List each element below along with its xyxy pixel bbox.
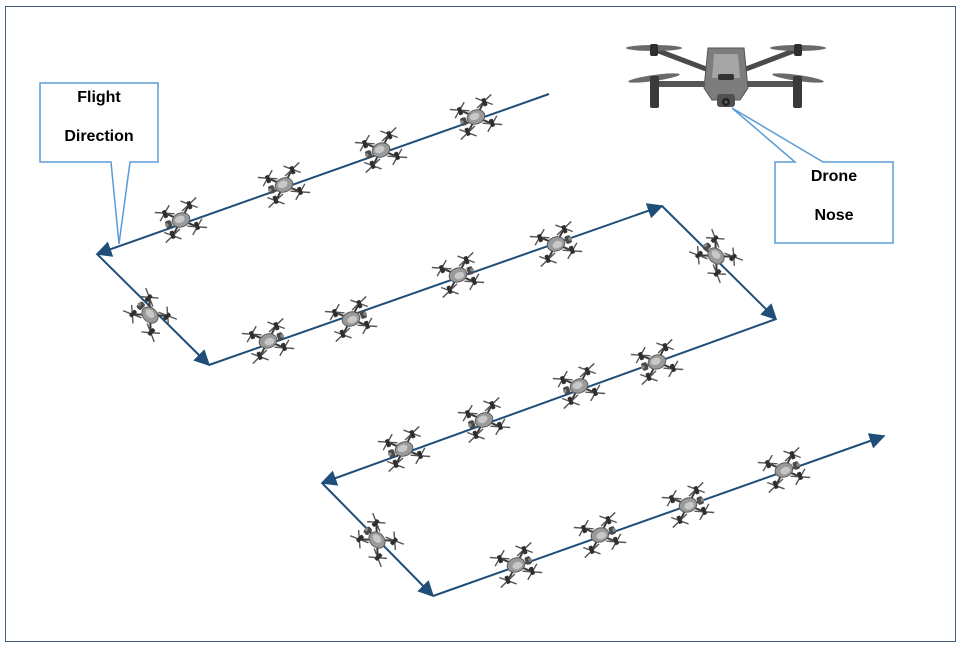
quadcopter-icon xyxy=(686,226,746,286)
flight-path-row-3 xyxy=(320,318,777,486)
quadcopter-icon xyxy=(456,394,512,446)
drone-nose-label-line1: Drone xyxy=(811,168,857,185)
flight-path xyxy=(95,93,886,598)
quadcopter-icon xyxy=(551,360,607,412)
flight-path-row-2 xyxy=(208,203,664,366)
quadcopter-icon xyxy=(353,124,409,176)
drones xyxy=(120,91,812,591)
flight-path-row-4 xyxy=(432,433,886,597)
quadcopter-icon xyxy=(256,159,312,211)
quadcopter-icon xyxy=(430,249,486,301)
quadcopter-icon xyxy=(240,315,296,367)
quadcopter-icon xyxy=(756,444,812,496)
flight-direction-callout: Flight Direction xyxy=(39,82,159,245)
quadcopter-icon xyxy=(629,336,685,388)
quadcopter-icon xyxy=(153,194,209,246)
quadcopter-icon xyxy=(488,539,544,591)
quadcopter-icon xyxy=(376,423,432,475)
drone-nose-callout: Drone Nose xyxy=(731,107,894,244)
quadcopter-icon xyxy=(572,509,628,561)
drone-nose-label-line2: Nose xyxy=(814,207,853,224)
quadcopter-icon xyxy=(323,293,379,345)
quadcopter-icon xyxy=(448,91,504,143)
diagram-frame xyxy=(5,6,956,642)
quadcopter-icon xyxy=(120,285,180,345)
flight-direction-label-line1: Flight xyxy=(77,89,121,106)
drone-photo-icon xyxy=(626,44,826,108)
flight-direction-label-line2: Direction xyxy=(64,128,133,145)
quadcopter-icon xyxy=(528,218,584,270)
quadcopter-icon xyxy=(660,479,716,531)
